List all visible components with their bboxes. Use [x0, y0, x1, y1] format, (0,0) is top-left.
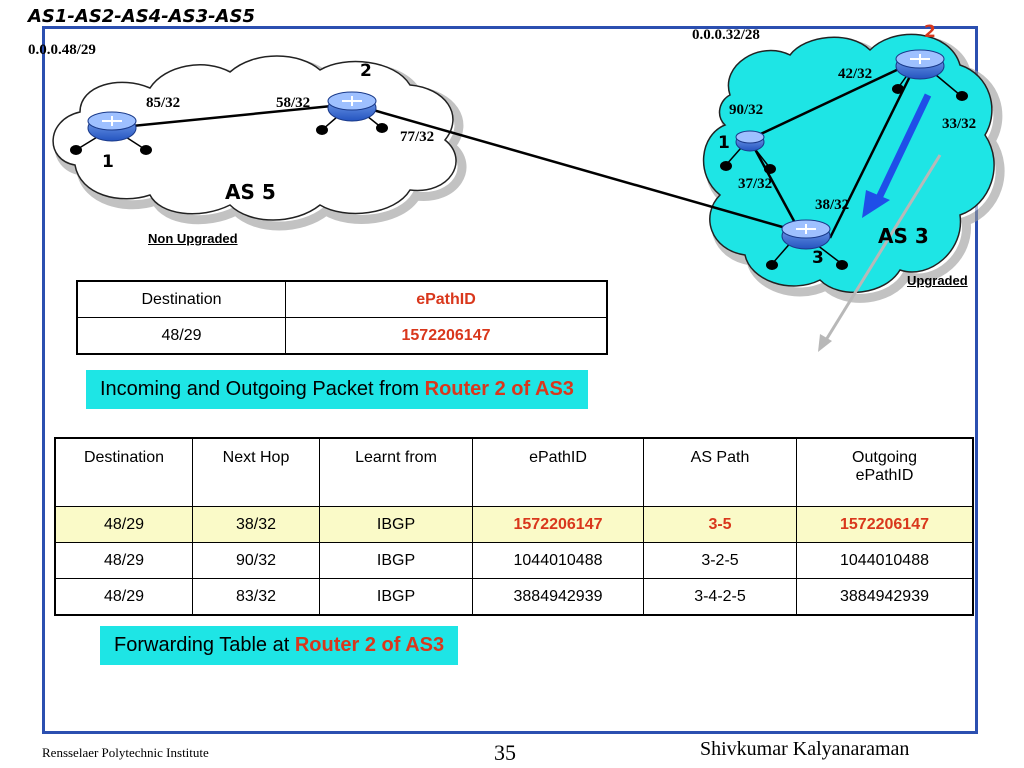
link-as5-r1-r2 [111, 102, 353, 130]
cell: 3884942939 [796, 578, 974, 616]
footer-institution: Rensselaer Polytechnic Institute [42, 745, 209, 760]
cell: 1044010488 [796, 542, 974, 579]
host-icon [892, 84, 904, 94]
router-as5-r1[interactable] [87, 111, 137, 142]
as5-r2-number: 2 [360, 61, 372, 81]
as5-r2-host-address: 77/32 [400, 129, 435, 145]
table-row: 48/29 38/32 IBGP 1572206147 3-5 15722061… [54, 506, 974, 543]
link-as3-r1-r2 [747, 58, 919, 142]
cell: 48/29 [54, 542, 193, 579]
forwarding-arrow [862, 93, 932, 218]
as3-r2-address: 42/32 [838, 66, 873, 82]
router-as3-r1[interactable] [735, 130, 765, 152]
slide-title: AS1-AS2-AS4-AS3-AS5 [28, 6, 255, 27]
as3-status-label: Upgraded [907, 273, 968, 288]
host-icon [376, 123, 388, 133]
packet-table-header: Destination ePathID [76, 280, 608, 318]
forwarding-table: Destination Next Hop Learnt from ePathID… [54, 437, 974, 616]
host-icon [766, 260, 778, 270]
forwarding-caption: Forwarding Table at Router 2 of AS3 [100, 626, 459, 665]
as3-name: AS 3 [878, 224, 929, 248]
packet-table: Destination ePathID 48/29 1572206147 [76, 280, 608, 355]
forwarding-table-header: Destination Next Hop Learnt from ePathID… [54, 437, 974, 507]
host-icon [720, 161, 732, 171]
as3-r1-address: 90/32 [729, 102, 764, 118]
cell: IBGP [319, 578, 473, 616]
as5-status-label: Non Upgraded [148, 231, 238, 246]
host-icon [140, 145, 152, 155]
forwarding-caption-prefix: Forwarding Table at [114, 634, 295, 656]
header-learnt-from: Learnt from [319, 437, 473, 507]
header-destination: Destination [54, 437, 193, 507]
footer-author: Shivkumar Kalyanaraman [700, 738, 910, 760]
cell: IBGP [319, 506, 473, 543]
outgoing-arrow [818, 154, 942, 352]
as3-r1-number: 1 [718, 133, 730, 153]
link-as3-r1-r3 [748, 139, 802, 233]
host-icon [316, 125, 328, 135]
cell: 48/29 [54, 578, 193, 616]
router-as5-r2[interactable] [327, 91, 377, 122]
host-dots [70, 84, 968, 270]
router-as3-r2[interactable] [895, 49, 945, 80]
cell: 1572206147 [472, 506, 644, 543]
cell-destination: 48/29 [76, 317, 286, 355]
cell: 3-2-5 [643, 542, 797, 579]
header-destination: Destination [76, 280, 286, 318]
cell: 48/29 [54, 506, 193, 543]
as5-prefix-label: 0.0.0.48/29 [28, 42, 96, 58]
cell: 3-5 [643, 506, 797, 543]
as5-name: AS 5 [225, 180, 276, 204]
host-icon [956, 91, 968, 101]
cell-epathid: 1572206147 [285, 317, 608, 355]
header-as-path: AS Path [643, 437, 797, 507]
packet-caption: Incoming and Outgoing Packet from Router… [86, 370, 588, 409]
as5-r1-number: 1 [102, 152, 114, 172]
header-epathid: ePathID [472, 437, 644, 507]
cell: 1572206147 [796, 506, 974, 543]
cell: 90/32 [192, 542, 320, 579]
header-outgoing-epathid: Outgoing ePathID [796, 437, 974, 507]
as3-r3-address: 38/32 [815, 197, 850, 213]
as3-r3-number: 3 [812, 248, 824, 268]
host-icon [836, 260, 848, 270]
cell: 83/32 [192, 578, 320, 616]
host-icon [70, 145, 82, 155]
as3-r2-number: 2 [924, 22, 936, 42]
header-next-hop: Next Hop [192, 437, 320, 507]
as3-prefix-label: 0.0.0.32/28 [692, 27, 760, 43]
router-as3-r3[interactable] [781, 219, 831, 250]
forwarding-caption-highlight: Router 2 of AS3 [294, 634, 445, 656]
footer-page-number: 35 [494, 740, 516, 765]
table-row: 48/29 83/32 IBGP 3884942939 3-4-2-5 3884… [54, 578, 974, 616]
slide-frame [42, 26, 978, 734]
as3-r1-host-address: 37/32 [738, 176, 773, 192]
cell: IBGP [319, 542, 473, 579]
as5-r2-address: 58/32 [276, 95, 311, 111]
header-epathid: ePathID [285, 280, 608, 318]
cell: 1044010488 [472, 542, 644, 579]
table-row: 48/29 90/32 IBGP 1044010488 3-2-5 104401… [54, 542, 974, 579]
as5-r1-address: 85/32 [146, 95, 181, 111]
table-row: 48/29 1572206147 [76, 317, 608, 355]
host-icon [764, 164, 776, 174]
packet-caption-highlight: Router 2 of AS3 [424, 378, 574, 400]
link-as5-r2-as3-r3 [351, 102, 801, 234]
cell: 3-4-2-5 [643, 578, 797, 616]
cell: 38/32 [192, 506, 320, 543]
packet-caption-prefix: Incoming and Outgoing Packet from [100, 378, 425, 400]
as3-r2-host-address: 33/32 [942, 116, 977, 132]
cell: 3884942939 [472, 578, 644, 616]
